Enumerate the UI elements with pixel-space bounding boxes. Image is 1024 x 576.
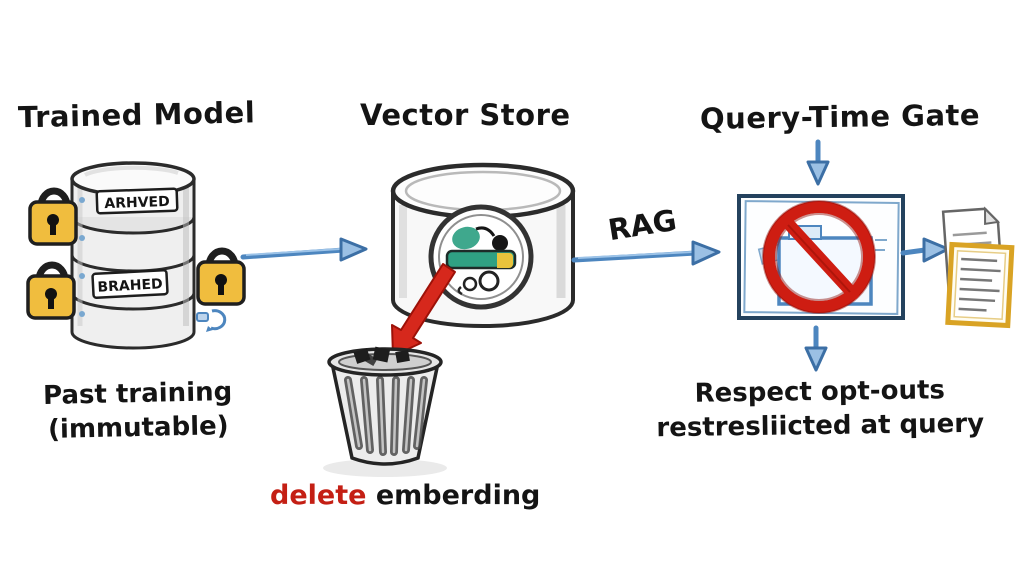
lock-icon bbox=[26, 261, 76, 320]
db-rivets bbox=[79, 197, 85, 317]
caption-delete-word: delete bbox=[270, 480, 367, 511]
prohibition-icon bbox=[762, 200, 876, 314]
arrow-out-of-gate bbox=[804, 325, 828, 372]
caption-past-training: Past training (immutable) bbox=[27, 375, 248, 448]
documents-icon bbox=[941, 206, 1015, 329]
db-label-archived: ARHVED bbox=[95, 187, 179, 215]
lock-icon bbox=[196, 247, 246, 306]
caption-respect-optouts-line2: restresliicted at query bbox=[656, 408, 985, 444]
gate-box bbox=[737, 194, 905, 320]
lock-icon bbox=[28, 187, 78, 246]
svg-text:BRAHED: BRAHED bbox=[97, 276, 163, 295]
db-label-trained: BRAHED bbox=[91, 268, 169, 300]
caption-past-training-line1: Past training bbox=[42, 377, 233, 411]
arrow-gate-to-docs bbox=[900, 237, 950, 263]
section-title-vector-store: Vector Store bbox=[360, 98, 571, 132]
embedding-gauge-icon bbox=[428, 204, 534, 310]
undo-icon bbox=[196, 309, 227, 332]
caption-delete-rest: emberding bbox=[375, 480, 541, 511]
section-title-trained-model: Trained Model bbox=[17, 95, 256, 135]
caption-respect-optouts-line1: Respect opt-outs bbox=[694, 375, 946, 409]
arrow-rag bbox=[571, 240, 721, 266]
svg-text:ARHVED: ARHVED bbox=[104, 194, 170, 212]
arrow-into-gate bbox=[806, 139, 830, 186]
section-title-query-time-gate: Query-Time Gate bbox=[699, 97, 981, 136]
arrow-model-to-store bbox=[240, 237, 368, 262]
caption-past-training-line2: (immutable) bbox=[47, 411, 229, 445]
trash-can-icon bbox=[323, 346, 447, 477]
caption-delete-embedding: delete emberding bbox=[270, 480, 540, 511]
database-stack: ARHVED BRAHED bbox=[70, 161, 196, 350]
caption-respect-optouts: Respect opt-outs restresliicted at query bbox=[655, 373, 986, 446]
crumpled-data-icon bbox=[353, 346, 410, 366]
